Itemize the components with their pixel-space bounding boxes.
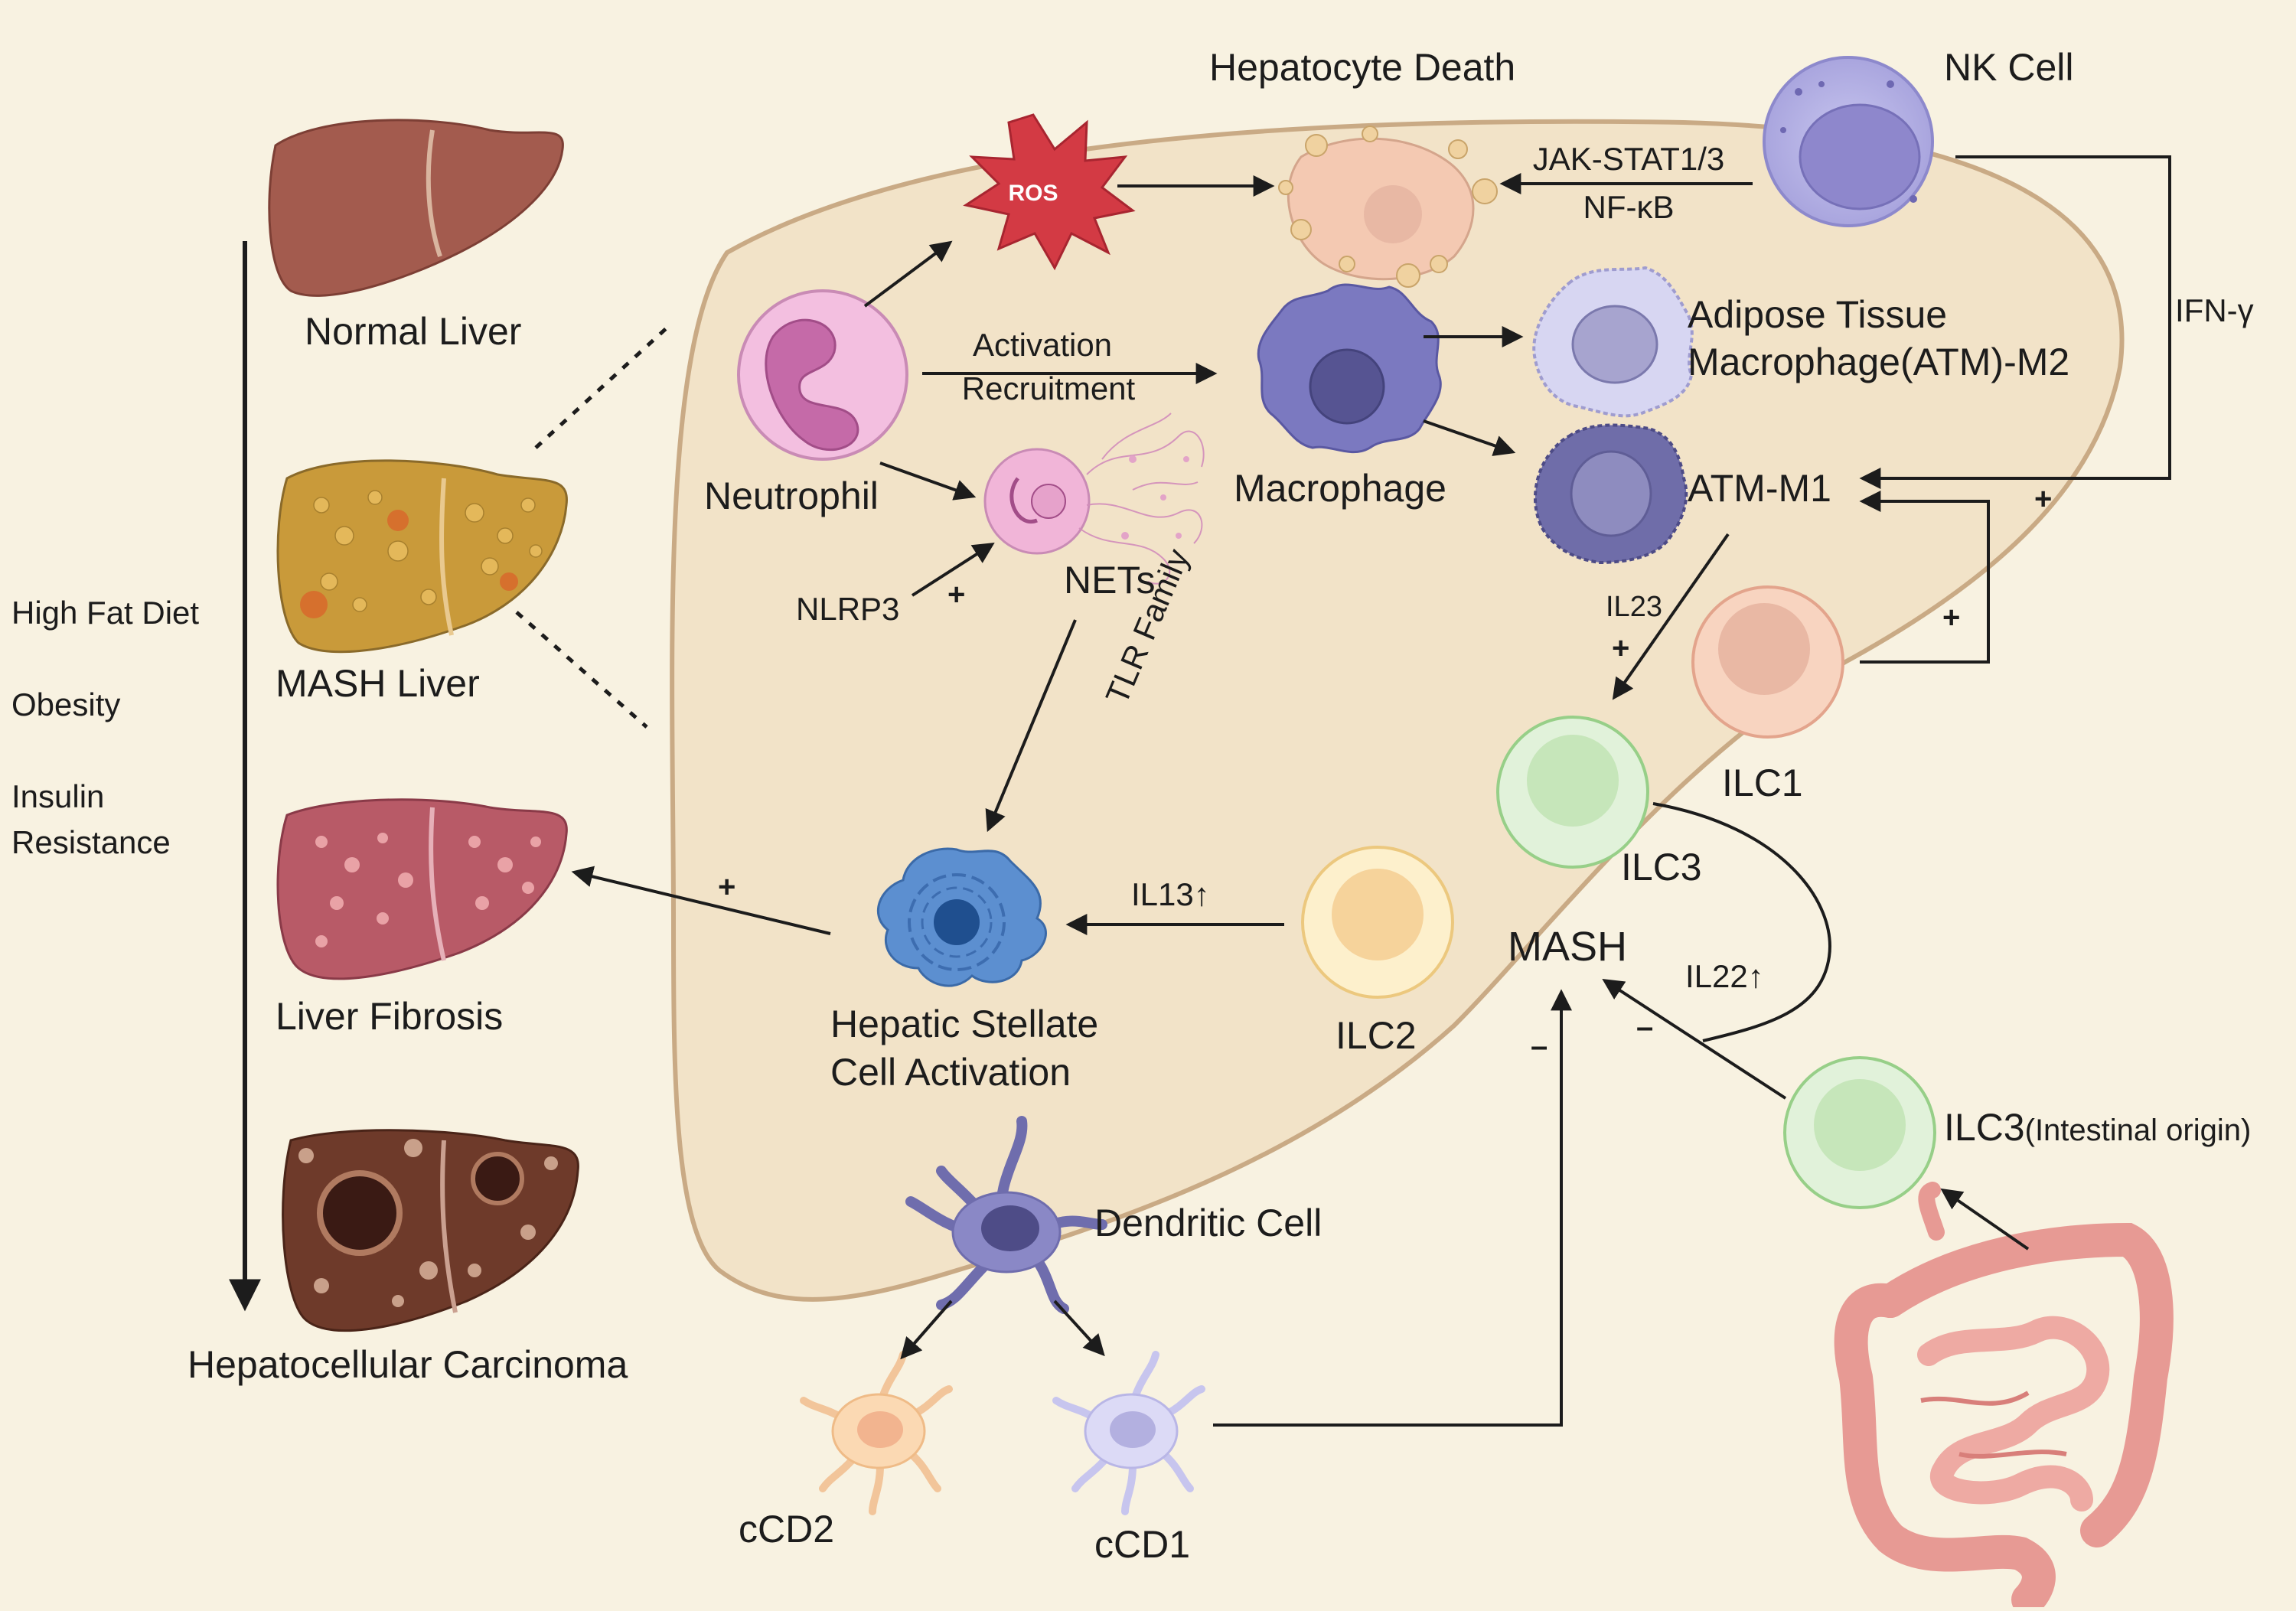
ros-label: ROS <box>1008 181 1058 206</box>
ilc1-icon <box>1691 585 1844 739</box>
signal-jak-stat: JAK-STAT1/3 <box>1533 141 1725 177</box>
arrow-dc-to-ccd2 <box>900 1300 953 1360</box>
sign-plus-ilc1: + <box>1942 601 1960 634</box>
normal-liver-icon <box>268 119 564 297</box>
hsc-icon <box>876 847 1047 987</box>
risk-high-fat-diet: High Fat Diet <box>11 595 199 631</box>
hsc-label-line2: Cell Activation <box>830 1051 1071 1094</box>
ilc2-label: ILC2 <box>1336 1014 1417 1057</box>
neutrophil-label: Neutrophil <box>704 474 879 517</box>
dendritic-cell-icon <box>905 1116 1107 1314</box>
sign-plus-nlrp3: + <box>947 578 965 611</box>
hepatocyte-death-icon <box>1278 126 1498 288</box>
atm-m2-icon <box>1532 266 1694 418</box>
zoom-line-bottom <box>515 611 648 729</box>
atm-m2-label-line2: Macrophage(ATM)-M2 <box>1688 341 2069 383</box>
nk-cell-label: NK Cell <box>1944 46 2073 89</box>
ilc3-intestinal-note: (Intestinal origin) <box>2025 1114 2252 1147</box>
signal-il22: IL22↑ <box>1685 958 1764 994</box>
sign-plus-il23: + <box>1612 631 1629 665</box>
ccd1-icon <box>1052 1351 1205 1515</box>
sign-minus-ilc3: – <box>1636 1010 1653 1044</box>
ilc3-label: ILC3 <box>1621 846 1702 889</box>
sign-minus-ccd1: – <box>1531 1029 1548 1063</box>
ccd2-icon <box>800 1351 953 1515</box>
intestine-icon <box>1834 1182 2174 1611</box>
signal-nlrp3: NLRP3 <box>796 591 899 627</box>
arrow-nlrp3-to-nets <box>911 542 995 597</box>
atm-m2-label-line1: Adipose Tissue <box>1688 293 1947 336</box>
arrow-nets-to-hsc <box>985 619 1077 833</box>
stage-normal-liver: Normal Liver <box>305 310 521 353</box>
risk-obesity: Obesity <box>11 686 120 722</box>
stage-hcc: Hepatocellular Carcinoma <box>188 1343 628 1386</box>
nk-cell-icon <box>1763 56 1934 227</box>
arrow-hsc-to-fibrosis <box>571 866 831 935</box>
fibrosis-liver-icon <box>276 798 568 980</box>
dendritic-cell-label: Dendritic Cell <box>1094 1202 1322 1244</box>
atm-m1-label: ATM-M1 <box>1688 467 1831 510</box>
hcc-liver-icon <box>282 1129 579 1332</box>
arrow-m1-to-ilc3 <box>1612 533 1730 700</box>
mash-label: MASH <box>1508 924 1627 970</box>
arrow-nk-ifn-to-m1 <box>1859 155 2171 489</box>
ilc3-intestinal-label: ILC3(Intestinal origin) <box>1944 1106 2251 1149</box>
liver-region <box>670 119 2125 1302</box>
stage-liver-fibrosis: Liver Fibrosis <box>276 995 503 1038</box>
signal-il23: IL23 <box>1606 591 1662 623</box>
ilc3-intestinal-icon <box>1783 1056 1936 1209</box>
arrow-dc-to-ccd1 <box>1053 1300 1105 1357</box>
sign-plus-ifn: + <box>2034 482 2052 516</box>
ccd1-label: cCD1 <box>1094 1523 1190 1566</box>
nets-label: NETs <box>1064 559 1155 602</box>
hepatocyte-death-label: Hepatocyte Death <box>1209 46 1515 89</box>
macrophage-label: Macrophage <box>1234 467 1446 510</box>
ilc2-icon <box>1301 846 1454 999</box>
nets-icon <box>983 413 1205 585</box>
risk-resistance: Resistance <box>11 824 171 860</box>
arrow-ilc3-intestinal-to-mash <box>1602 978 1787 1100</box>
atm-m1-icon <box>1533 423 1688 565</box>
signal-il13: IL13↑ <box>1131 876 1210 912</box>
signal-nf-kb: NF-κB <box>1583 189 1675 225</box>
ros-burst <box>963 113 1136 271</box>
arrow-neutrophil-to-nets <box>879 461 977 501</box>
progression-column: Normal Liver MASH Liver Liver Fibrosis H… <box>11 119 671 1386</box>
neutrophil-icon <box>737 289 908 461</box>
arrow-neutrophil-to-ros <box>863 240 953 308</box>
ilc1-label: ILC1 <box>1722 761 1803 804</box>
ccd2-label: cCD2 <box>739 1508 834 1551</box>
ilc3-icon <box>1496 716 1649 869</box>
arrow-intestine-to-ilc3 <box>1940 1188 2030 1251</box>
arrow-ilc1-to-m1 <box>1859 491 1990 664</box>
sign-plus-hsc: + <box>718 870 735 904</box>
macrophage-icon <box>1257 283 1442 454</box>
zoom-line-top <box>534 324 671 449</box>
signal-ifn-gamma: IFN-γ <box>2175 292 2254 328</box>
stage-mash-liver: MASH Liver <box>276 662 480 705</box>
arrow-ccd1-to-mash <box>1213 989 1572 1427</box>
arrow-ilc3-il22-curve <box>1652 802 1831 1042</box>
signal-recruitment: Recruitment <box>962 370 1136 406</box>
arrows <box>571 155 2171 1427</box>
hsc-label-line1: Hepatic Stellate <box>830 1003 1098 1045</box>
mash-liver-icon <box>276 459 568 654</box>
signal-activation: Activation <box>973 327 1112 363</box>
ilc3-intestinal-name: ILC3 <box>1944 1106 2025 1149</box>
risk-insulin: Insulin <box>11 778 104 814</box>
arrow-macrophage-to-m1 <box>1423 419 1516 456</box>
